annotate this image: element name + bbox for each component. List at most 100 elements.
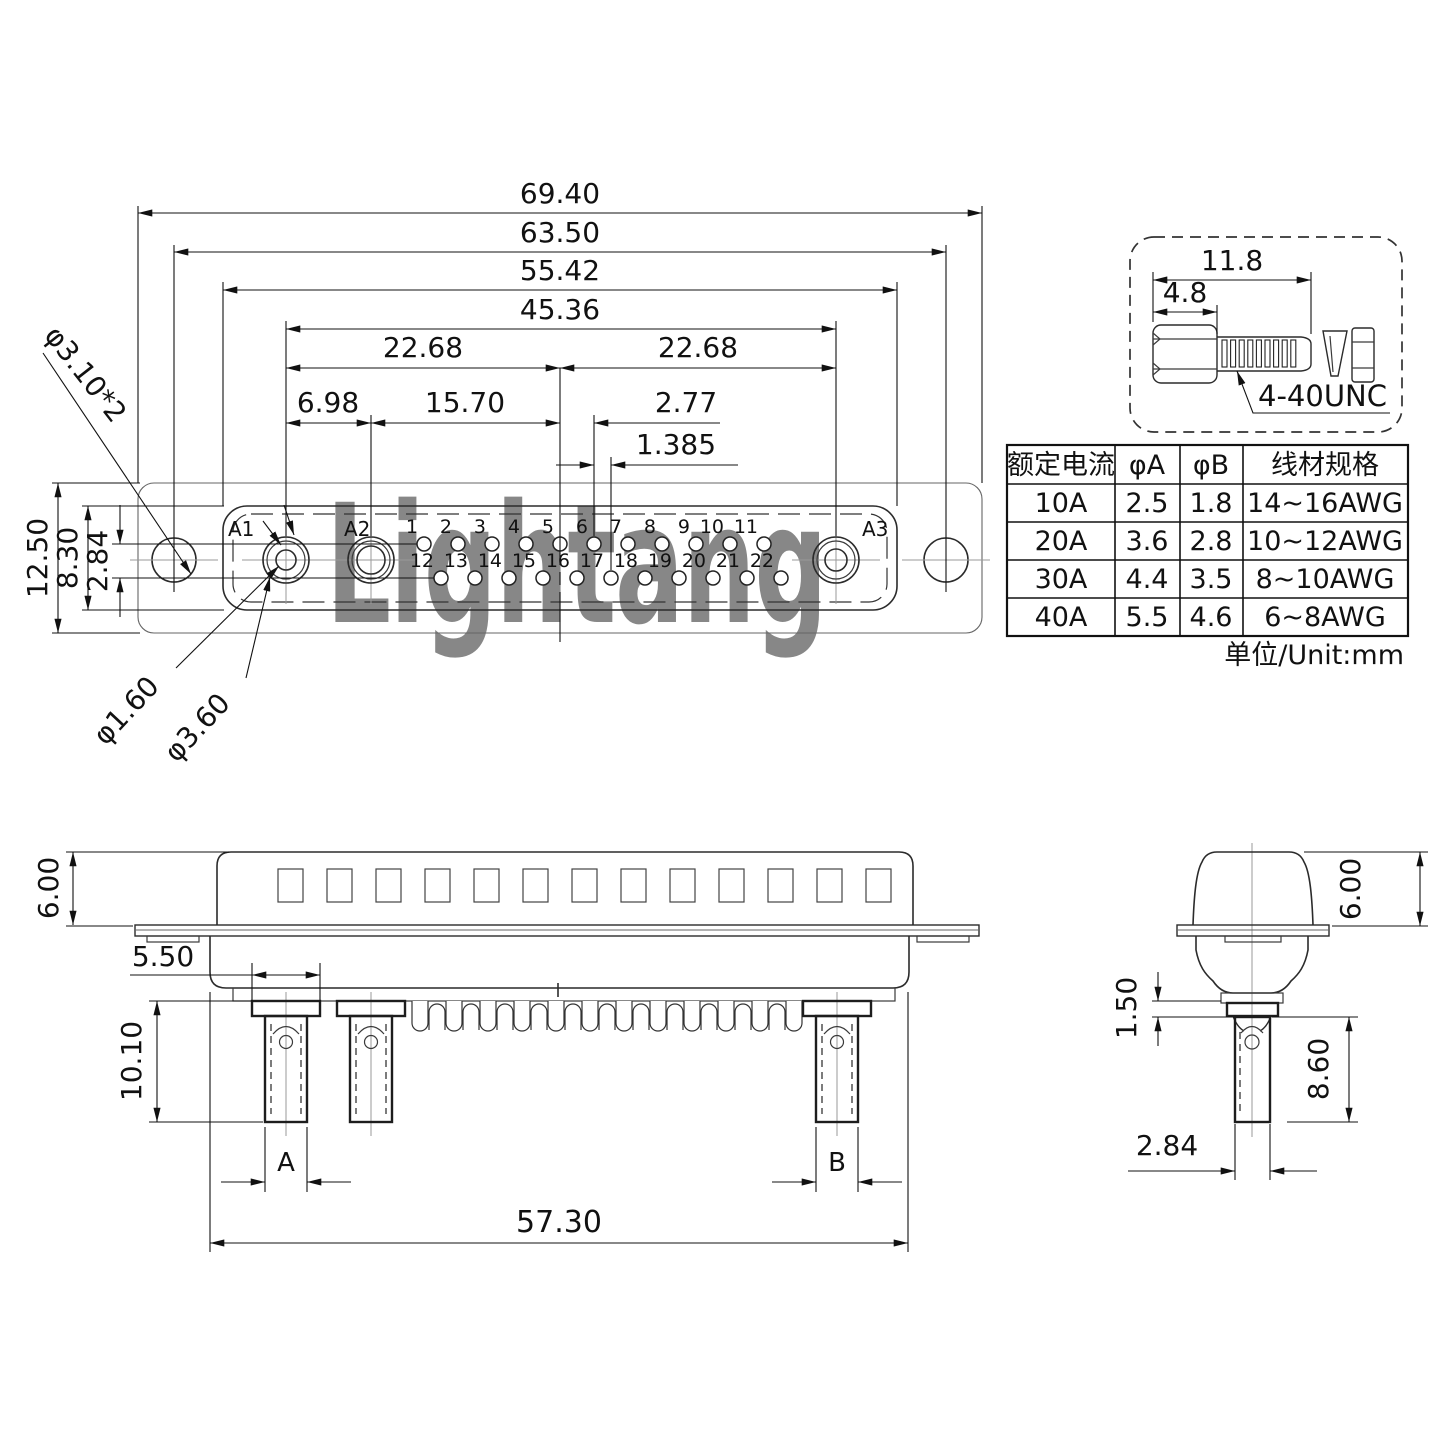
thread-bar	[1264, 339, 1271, 368]
signal-pin	[416, 536, 432, 552]
cover-slot	[473, 868, 500, 903]
signal-pin-number: 8	[644, 516, 656, 538]
signal-pin	[620, 536, 636, 552]
signal-pin-front	[785, 1001, 803, 1032]
cover-slot	[669, 868, 696, 903]
thread-bar	[1238, 339, 1245, 368]
signal-pin	[569, 570, 585, 586]
signal-pin	[467, 570, 483, 586]
dim-terminal-length: 10.10	[115, 1021, 148, 1101]
dim-barrel-length: 8.60	[1302, 1038, 1335, 1100]
table-cell: 1.8	[1190, 488, 1233, 519]
signal-pin	[739, 570, 755, 586]
signal-pin-number: 14	[478, 550, 502, 572]
signal-pin-number: 2	[440, 516, 452, 538]
dim-outer-dia: φ3.60	[157, 687, 236, 769]
signal-pin-number: 6	[576, 516, 588, 538]
watermark: Lightang	[326, 471, 826, 662]
dim-block-width: 5.50	[132, 940, 194, 973]
thread-bar	[1247, 339, 1254, 368]
thread-bar	[1221, 339, 1228, 368]
signal-pin	[433, 570, 449, 586]
label-a1: A1	[228, 517, 254, 541]
signal-pin-number: 18	[614, 550, 638, 572]
cover-slot	[571, 868, 598, 903]
signal-pin-front	[445, 1001, 463, 1032]
table-cell: 14~16AWG	[1247, 488, 1403, 519]
side-view: 6.00 5.50 10.10 A B 57.30	[32, 851, 980, 1252]
dim-right-half: 22.68	[658, 331, 738, 364]
dim-left-half: 22.68	[383, 331, 463, 364]
table-cell: 3.5	[1190, 564, 1233, 595]
cover-slot	[522, 868, 549, 903]
signal-pin-number: 1	[406, 516, 418, 538]
signal-pin-number: 20	[682, 550, 706, 572]
table-header-cell: φA	[1129, 450, 1166, 481]
dim-side-overall: 57.30	[516, 1205, 602, 1240]
dim-power-span: 45.36	[520, 293, 600, 326]
table-cell: 10A	[1035, 488, 1088, 519]
signal-pin-number: 15	[512, 550, 536, 572]
cover-slot	[620, 868, 647, 903]
dim-row-stagger: 1.385	[636, 428, 716, 461]
side-signal-pins	[411, 1001, 803, 1032]
signal-pin-front	[683, 1001, 701, 1032]
dim-barrel-width: 2.84	[1136, 1129, 1198, 1162]
dim-a2-center: 15.70	[425, 386, 505, 419]
signal-pin	[450, 536, 466, 552]
signal-pin-front	[479, 1001, 497, 1032]
power-pin-a2	[327, 516, 415, 604]
side-terminal-a1	[250, 999, 322, 1124]
side-terminal-a3	[801, 999, 873, 1124]
signal-pin-front	[615, 1001, 633, 1032]
signal-pin-back	[428, 1003, 446, 1030]
signal-pin	[705, 570, 721, 586]
signal-pin-front	[717, 1001, 735, 1032]
table-cell: 5.5	[1126, 602, 1169, 633]
dim-screw-length: 11.8	[1201, 244, 1263, 277]
signal-pin	[603, 570, 619, 586]
signal-pin	[484, 536, 500, 552]
cover-slot	[375, 868, 402, 903]
signal-pin-front	[513, 1001, 531, 1032]
table-cell: 30A	[1035, 564, 1088, 595]
signal-pin-back	[598, 1003, 616, 1030]
dim-pin-pitch: 2.77	[655, 386, 717, 419]
dim-body-height: 12.50	[21, 518, 54, 598]
signal-pin	[773, 570, 789, 586]
signal-pin-back	[700, 1003, 718, 1030]
signal-pin-number: 5	[542, 516, 554, 538]
label-a3: A3	[862, 517, 888, 541]
signal-pin	[654, 536, 670, 552]
dim-insulator-offset: 1.50	[1110, 977, 1143, 1039]
signal-pin-front	[751, 1001, 769, 1032]
table-header-cell: 额定电流	[1007, 450, 1115, 481]
screw-jack	[1152, 324, 1312, 384]
detail-border	[1129, 236, 1403, 433]
signal-pin	[688, 536, 704, 552]
dim-mount-spacing: 63.50	[520, 216, 600, 249]
dim-a1-a2: 6.98	[297, 386, 359, 419]
signal-pin-back	[666, 1003, 684, 1030]
dim-b-label: B	[828, 1148, 846, 1178]
signal-pin-front	[649, 1001, 667, 1032]
cover-slot	[816, 868, 843, 903]
cylinder-part	[1351, 327, 1375, 383]
signal-pin-number: 22	[750, 550, 774, 572]
signal-pin	[722, 536, 738, 552]
signal-pin-number: 16	[546, 550, 570, 572]
dim-shroud-height: 8.30	[51, 527, 84, 589]
table-cell: 10~12AWG	[1247, 526, 1403, 557]
dim-a-label: A	[277, 1148, 295, 1178]
signal-pin-front	[581, 1001, 599, 1032]
front-extension-lines	[52, 206, 983, 634]
signal-pin-back	[530, 1003, 548, 1030]
side-cover-slots	[277, 868, 892, 903]
table-cell: 3.6	[1126, 526, 1169, 557]
signal-pin-front	[547, 1001, 565, 1032]
thread-bar	[1290, 339, 1297, 368]
